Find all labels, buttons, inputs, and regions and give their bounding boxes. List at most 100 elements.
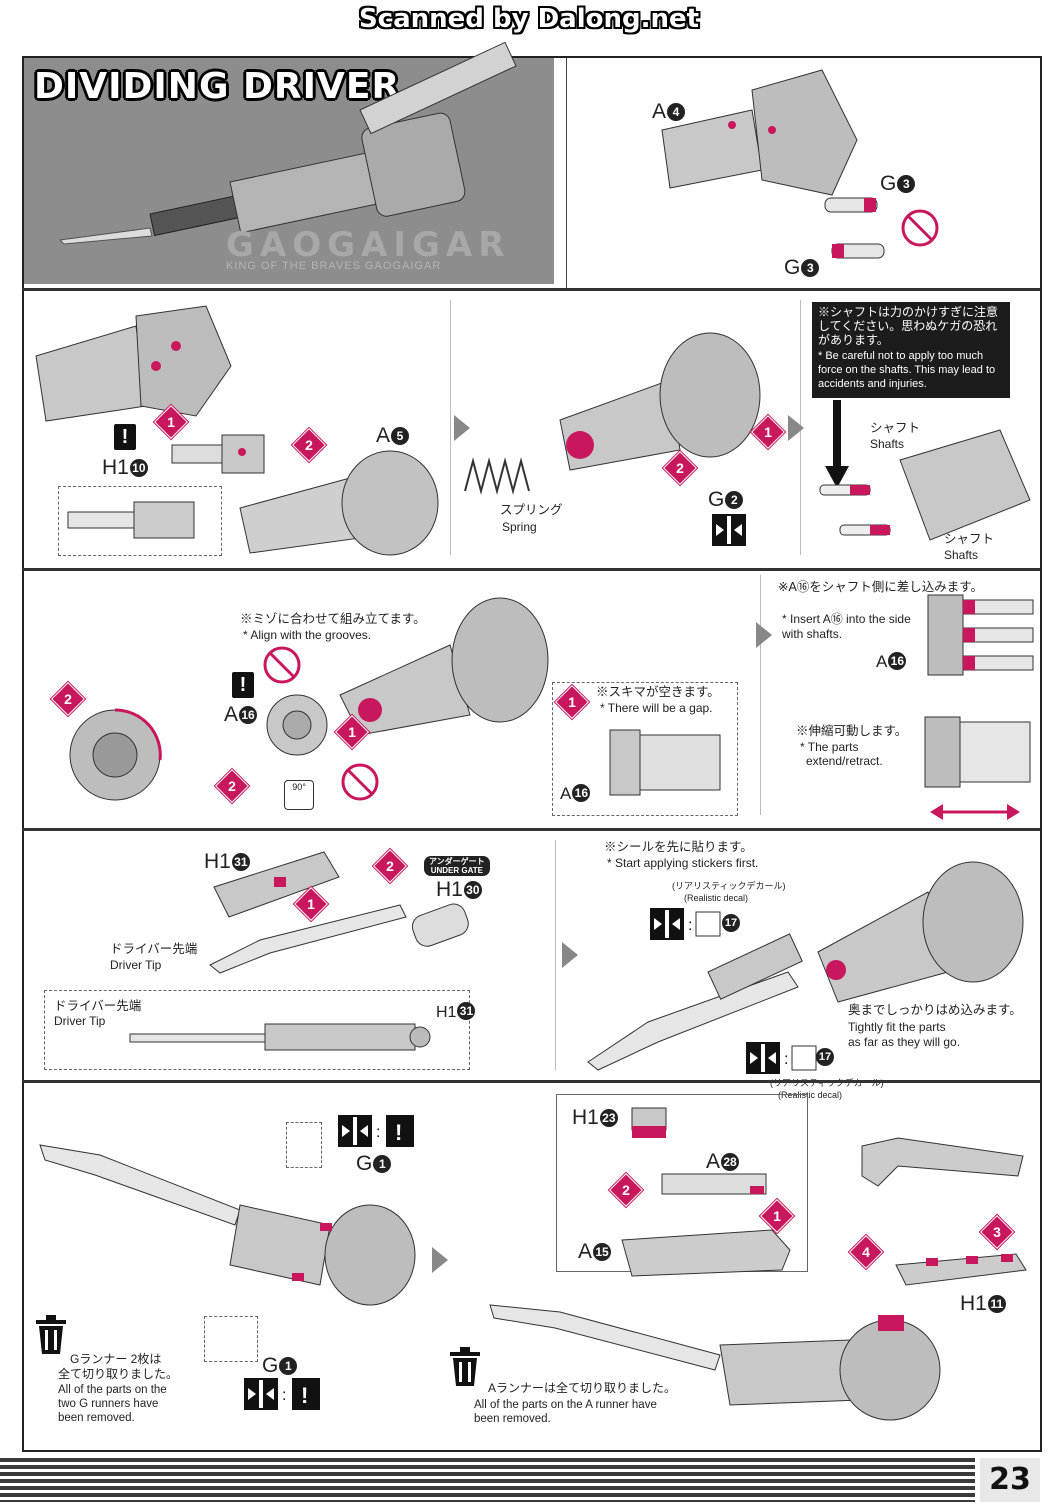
svg-text::: :: [688, 917, 692, 934]
svg-text::: :: [282, 1387, 286, 1404]
spring-part: [464, 457, 530, 495]
label-tip-en: Driver Tip: [110, 958, 162, 972]
next-arrow-3: [756, 622, 772, 648]
svg-text:!: !: [395, 1120, 402, 1145]
decal-press-caution-top: : !: [338, 1115, 414, 1147]
note-sticker-jp: ※シールを先に貼ります。: [604, 840, 753, 854]
caution-icon-2: !: [232, 672, 254, 698]
driver-tip-blade: [209, 904, 407, 974]
label-spring-jp: スプリング: [500, 503, 563, 517]
divider-row4: [555, 840, 556, 1070]
brand-subtitle: KING OF THE BRAVES GAOGAIGAR: [226, 260, 442, 272]
no-cut-icon: [901, 209, 939, 247]
part-h1-30: [411, 903, 469, 947]
row-divider-2: [22, 568, 1040, 571]
decal-jp-bottom: (リアリスティックデカール): [770, 1078, 884, 1088]
part-a4-illustration: [661, 69, 858, 196]
label-shaft-jp-bottom: シャフト: [944, 532, 995, 546]
footer-stripe: [0, 1458, 975, 1502]
detail-box-h1-10: [58, 486, 222, 556]
part-h1-23: [631, 1107, 667, 1138]
removed-g-en-2: two G runners have: [58, 1398, 159, 1410]
driver-side-view: [129, 1023, 431, 1051]
shaft-housing-illustration: [35, 305, 232, 422]
detail-h1-10: [67, 501, 195, 539]
decal-icon-top: :: [650, 908, 721, 940]
part-a5-housing: [239, 450, 439, 556]
removed-g-jp-2: 全て切り取りました。: [58, 1367, 179, 1381]
warning-en: * Be careful not to apply too much force…: [818, 350, 996, 390]
removed-g-en-3: been removed.: [58, 1412, 135, 1424]
rotate-90-icon: 90°: [284, 780, 314, 810]
shafts-assembly: [819, 429, 1031, 541]
shafts-side-view: [927, 594, 1034, 676]
no-cut-icon-3: [341, 763, 379, 801]
note-extend-en-1: * The parts: [800, 740, 859, 754]
detail-box-driver: [44, 990, 470, 1070]
note-extend-jp: ※伸縮可動します。: [796, 724, 908, 738]
part-h1-11: [895, 1253, 1027, 1286]
driver-hero-illustration: [58, 41, 517, 245]
decal-jp-top: (リアリスティックデカール): [672, 881, 786, 891]
note-insert-jp: ※A⑯をシャフト側に差し込みます。: [778, 580, 984, 594]
warning-box: ※シャフトは力のかけすぎに注意してください。思わぬケガの恐れがあります。 * B…: [812, 302, 1010, 398]
divider-top: [566, 58, 567, 288]
part-h1-31: [213, 851, 340, 918]
label-spring-en: Spring: [502, 520, 537, 534]
round-part-rotation: [69, 708, 162, 801]
note-extend-en-2: extend/retract.: [806, 754, 883, 768]
svg-text:!: !: [301, 1383, 308, 1408]
decal-en-bottom: (Realistic decal): [778, 1090, 843, 1100]
driver-final-assembly: [587, 861, 1024, 1071]
decal-press-caution-bottom: : !: [244, 1378, 320, 1410]
note-fit-en-1: Tightly fit the parts: [848, 1020, 946, 1034]
label-shaft-en-bottom: Shafts: [944, 548, 979, 562]
no-cut-icon-2: [263, 646, 301, 684]
removed-a-en-1: All of the parts on the A runner have: [474, 1399, 657, 1411]
row-divider-3: [22, 828, 1040, 831]
note-fit-jp: 奥までしっかりはめ込みます。: [848, 1003, 1022, 1017]
downward-arrow: [825, 400, 849, 488]
gap-detail: [609, 729, 721, 796]
note-align-jp: ※ミゾに合わせて組み立てます。: [240, 612, 426, 626]
part-a28: [661, 1173, 767, 1195]
gate-detail-top: [286, 1122, 322, 1168]
trash-icon-g: [36, 1315, 66, 1354]
note-fit-en-2: as far as they will go.: [848, 1035, 961, 1049]
warning-jp: ※シャフトは力のかけすぎに注意してください。思わぬケガの恐れがあります。: [818, 305, 999, 347]
extend-detail: [924, 716, 1031, 820]
note-gap-en: * There will be a gap.: [600, 701, 713, 715]
label-tip-jp: ドライバー先端: [110, 942, 198, 956]
divider-row3: [760, 575, 761, 815]
next-arrow-1: [454, 415, 470, 441]
part-a15: [621, 1229, 791, 1277]
brand-watermark: GAOGAIGAR: [226, 225, 511, 265]
detail-tip-en: Driver Tip: [54, 1014, 106, 1028]
next-arrow-4: [562, 942, 578, 968]
decal-number-top: 17: [722, 914, 740, 932]
removed-g-jp-1: Gランナー 2枚は: [70, 1352, 162, 1366]
decal-en-top: (Realistic decal): [684, 893, 749, 903]
trash-icon-a: [450, 1347, 480, 1386]
next-arrow-2: [788, 415, 804, 441]
detail-box-gap: [552, 682, 738, 816]
pin-parts-g3: [824, 197, 885, 259]
scanned-watermark: Scanned by Dalong.net: [358, 4, 700, 34]
caution-icon: !: [114, 424, 136, 450]
page-title: DIVIDING DRIVER: [34, 66, 401, 107]
part-a16-ring: [266, 694, 328, 756]
housing-spring-assembly: [559, 332, 761, 471]
label-shaft-jp-top: シャフト: [870, 421, 921, 435]
